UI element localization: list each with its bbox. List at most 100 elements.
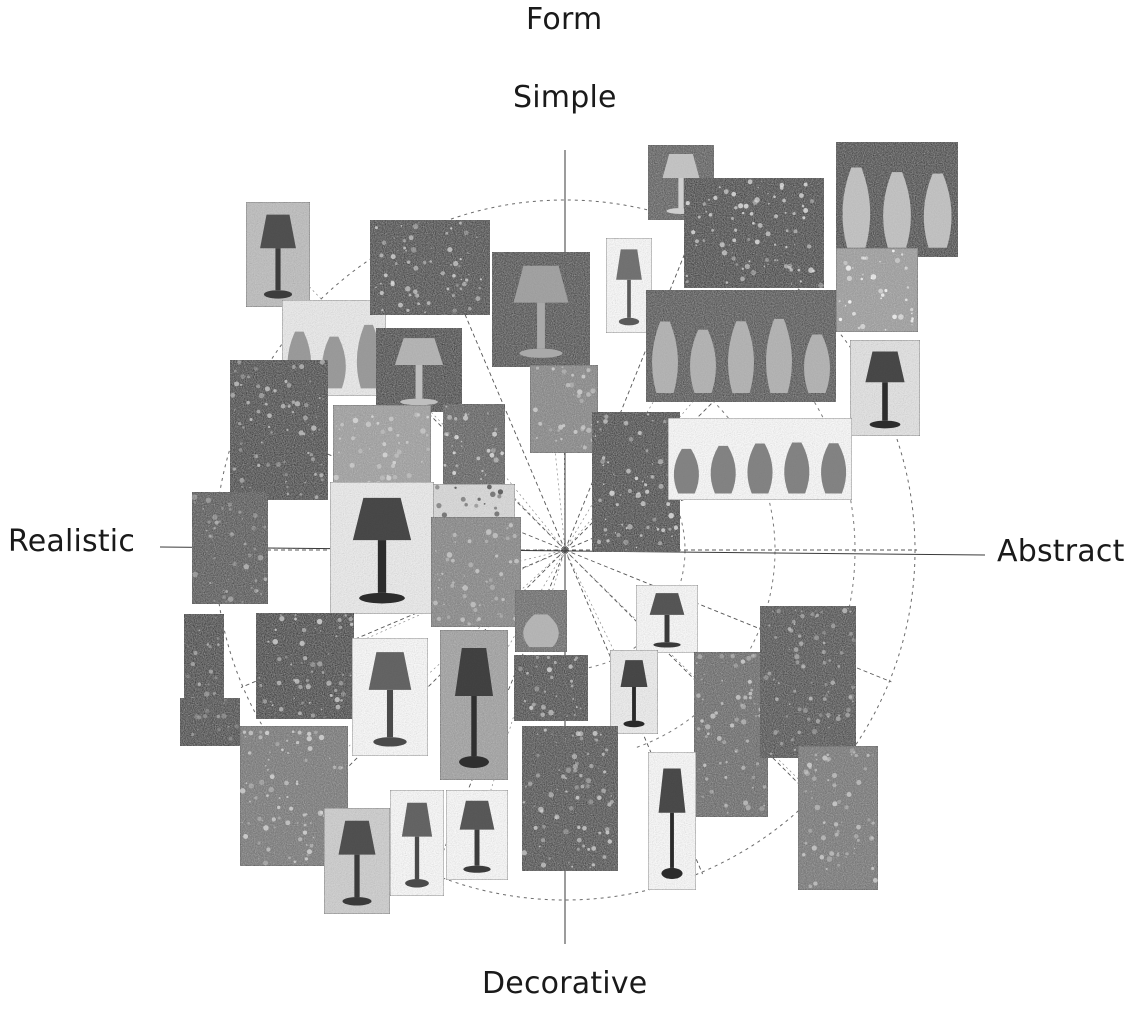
texture-speck	[590, 388, 596, 394]
texture-speck	[891, 249, 895, 253]
texture-speck	[286, 795, 289, 799]
texture-speck	[576, 837, 582, 843]
texture-speck	[278, 706, 284, 712]
thumbnail-frame	[797, 745, 879, 891]
texture-speck	[762, 785, 767, 789]
texture-speck	[910, 319, 914, 323]
texture-speck	[284, 473, 288, 477]
texture-speck	[436, 573, 439, 575]
texture-speck	[814, 804, 821, 811]
texture-speck	[813, 881, 818, 886]
texture-speck	[247, 751, 252, 755]
texture-speck	[579, 773, 583, 778]
texture-speck	[374, 226, 378, 230]
thumbnail-shade-table-lamp	[351, 637, 429, 757]
texture-speck	[308, 424, 310, 426]
texture-speck	[257, 463, 261, 468]
texture-speck	[320, 478, 324, 482]
texture-speck	[388, 416, 394, 422]
texture-speck	[790, 738, 794, 742]
texture-speck	[565, 382, 571, 388]
texture-speck	[820, 610, 823, 614]
thumbnail-cushion-photo	[332, 404, 432, 494]
thumbnail-fish-mobile	[255, 612, 355, 720]
texture-speck	[256, 384, 261, 389]
texture-speck	[799, 280, 802, 283]
texture-speck	[854, 753, 858, 758]
texture-speck	[206, 643, 210, 646]
texture-speck	[248, 783, 254, 789]
texture-speck	[730, 653, 735, 659]
texture-speck	[213, 556, 216, 560]
lamp-shade-shape	[338, 820, 376, 855]
texture-speck	[587, 847, 591, 851]
texture-speck	[452, 451, 456, 455]
texture-speck	[845, 852, 849, 856]
texture-speck	[725, 281, 729, 284]
texture-speck	[792, 211, 796, 216]
texture-speck	[767, 263, 769, 266]
thumbnail-frame	[529, 364, 599, 454]
texture-speck	[506, 526, 509, 530]
texture-speck	[225, 600, 228, 603]
thumbnail-layer	[179, 141, 959, 915]
texture-speck	[696, 693, 701, 698]
texture-speck	[259, 683, 263, 687]
texture-speck	[757, 186, 759, 189]
texture-speck	[400, 224, 403, 227]
texture-speck	[777, 730, 780, 732]
texture-speck	[318, 397, 321, 399]
texture-speck	[797, 707, 802, 712]
texture-speck	[272, 638, 279, 645]
texture-speck	[294, 614, 297, 616]
texture-speck	[273, 389, 277, 393]
texture-speck	[335, 425, 338, 427]
texture-speck	[392, 460, 397, 465]
texture-speck	[760, 180, 763, 183]
texture-speck	[447, 414, 453, 420]
texture-speck	[546, 655, 550, 660]
texture-speck	[553, 661, 557, 665]
texture-speck	[405, 440, 409, 444]
texture-speck	[767, 671, 772, 676]
texture-speck	[635, 496, 637, 498]
texture-speck	[705, 210, 708, 213]
thumbnail-column-lamp	[647, 751, 697, 891]
texture-speck	[810, 612, 815, 617]
texture-speck	[602, 464, 605, 467]
texture-speck	[348, 617, 353, 622]
texture-speck	[724, 803, 729, 808]
texture-speck	[497, 613, 499, 615]
lamp-stem-shape	[354, 854, 360, 898]
texture-speck	[329, 694, 333, 697]
texture-speck	[256, 409, 261, 414]
texture-speck	[301, 701, 305, 705]
texture-speck	[568, 806, 574, 811]
texture-speck	[884, 328, 887, 331]
texture-speck	[801, 664, 806, 669]
texture-speck	[314, 472, 317, 476]
texture-speck	[595, 547, 597, 549]
texture-speck	[508, 523, 514, 528]
texture-speck	[827, 690, 830, 693]
texture-speck	[846, 707, 851, 713]
texture-speck	[826, 753, 830, 757]
texture-speck	[666, 474, 668, 476]
texture-speck	[585, 784, 590, 789]
texture-speck	[832, 783, 837, 788]
texture-speck	[284, 780, 289, 786]
texture-speck	[227, 596, 234, 602]
texture-speck	[218, 520, 221, 523]
texture-speck	[697, 727, 701, 731]
texture-speck	[266, 847, 271, 852]
lamp-base-shape	[618, 317, 640, 326]
texture-speck	[275, 741, 280, 747]
texture-speck	[600, 458, 606, 464]
texture-speck	[743, 695, 748, 700]
texture-speck	[754, 239, 760, 245]
texture-speck	[815, 718, 821, 724]
texture-speck	[586, 392, 591, 397]
texture-speck	[267, 707, 269, 709]
thumbnail-pattern-panel	[529, 364, 599, 454]
texture-speck	[700, 678, 703, 681]
